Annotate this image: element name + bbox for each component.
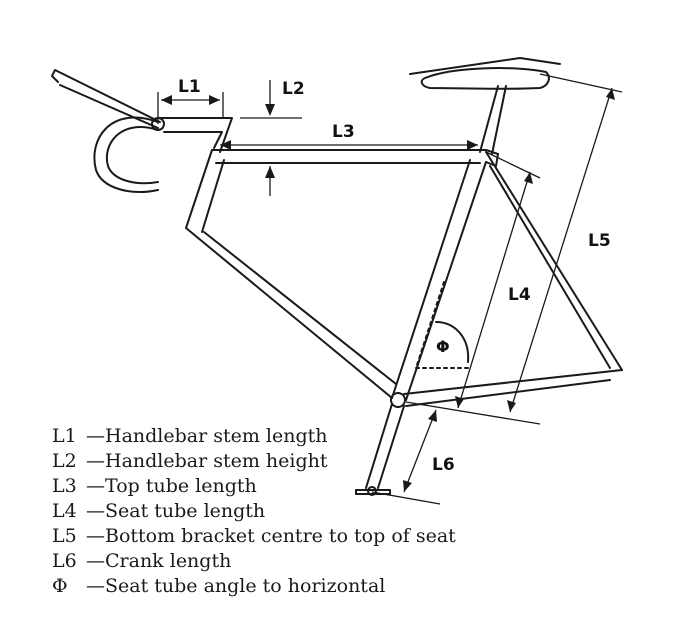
legend-symbol: L2 [52, 450, 77, 472]
l2-dimension [240, 80, 302, 196]
handlebar-stem [157, 117, 233, 153]
legend-text: —Seat tube length [86, 500, 266, 522]
legend-item: L3 —Top tube length [52, 474, 456, 499]
dimension-lines [157, 73, 623, 505]
seat-stay [485, 151, 623, 371]
legend-symbol: L6 [52, 550, 77, 572]
label-l2: L2 [282, 79, 305, 99]
legend-item: Φ —Seat tube angle to horizontal [52, 574, 456, 599]
seat-angle-arc [435, 321, 470, 363]
legend-symbol: L5 [52, 525, 77, 547]
dimension-labels: L1 L2 L3 L4 L5 L6 Φ [178, 77, 611, 475]
saddle [409, 57, 561, 90]
down-tube [185, 227, 397, 399]
legend-text: —Bottom bracket centre to top of seat [86, 525, 456, 547]
arrowheads [161, 88, 615, 492]
legend-item: L5 —Bottom bracket centre to top of seat [52, 524, 456, 549]
legend-text: —Crank length [86, 550, 232, 572]
label-l6: L6 [432, 455, 455, 475]
label-phi: Φ [436, 337, 450, 356]
seat-post [479, 85, 507, 155]
l6-dimension [371, 409, 441, 505]
legend-symbol: L1 [52, 425, 77, 447]
legend-text: —Handlebar stem length [86, 425, 328, 447]
legend-item: L2 —Handlebar stem height [52, 449, 456, 474]
l4-dimension [405, 151, 541, 425]
legend-item: L6 —Crank length [52, 549, 456, 574]
head-tube [185, 149, 225, 233]
handlebar [51, 69, 165, 193]
legend-text: —Seat tube angle to horizontal [86, 575, 386, 597]
seat-tube [391, 159, 487, 401]
label-l4: L4 [508, 285, 531, 305]
legend-text: —Top tube length [86, 475, 257, 497]
seat-tube-centreline [415, 281, 445, 369]
l5-dimension [509, 73, 623, 413]
legend-symbol: L3 [52, 475, 77, 497]
chain-stay [403, 149, 623, 407]
legend-item: L4 —Seat tube length [52, 499, 456, 524]
legend-text: —Handlebar stem height [86, 450, 328, 472]
legend-symbol: Φ [52, 575, 68, 597]
label-l1: L1 [178, 77, 201, 97]
bottom-bracket [390, 392, 406, 408]
label-l5: L5 [588, 231, 611, 251]
label-l3: L3 [332, 122, 355, 142]
legend: L1 —Handlebar stem length L2 —Handlebar st… [52, 424, 456, 599]
top-tube [211, 149, 487, 164]
crank-arm [355, 403, 405, 496]
legend-item: L1 —Handlebar stem length [52, 424, 456, 449]
legend-symbol: L4 [52, 500, 77, 522]
